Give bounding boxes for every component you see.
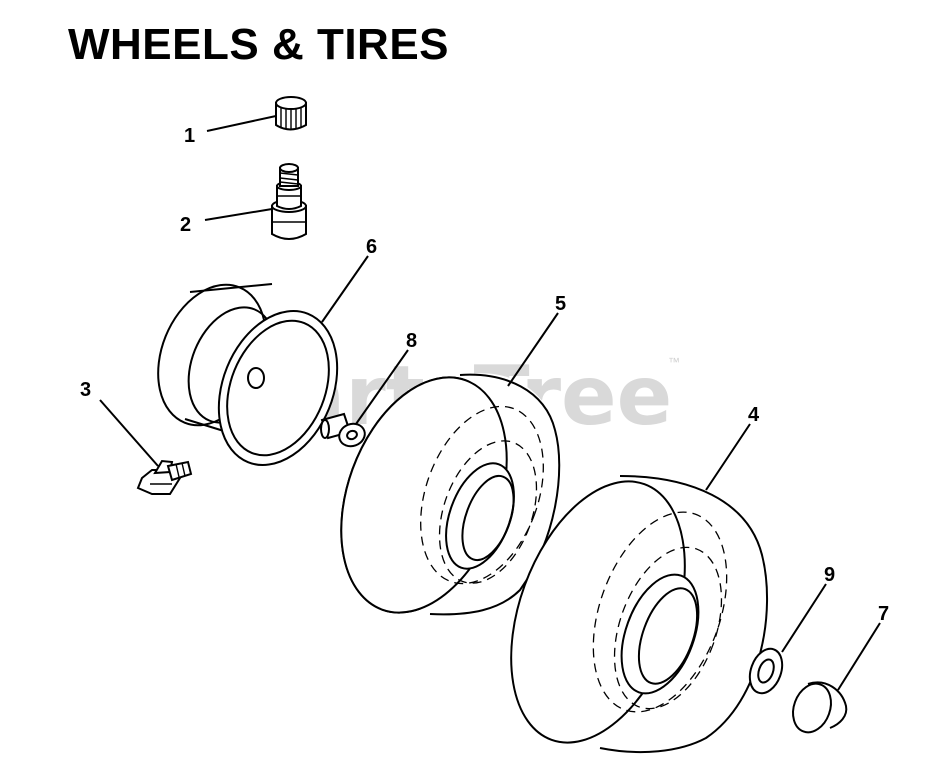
callout-numbers: 1 2 3 4 5 6 7 8 9 — [80, 125, 889, 625]
hub-cap-part — [792, 680, 848, 734]
page-title: WHEELS & TIRES — [68, 20, 450, 69]
leader-8 — [355, 349, 409, 425]
callout-2: 2 — [180, 214, 191, 236]
valve-cap-part — [275, 96, 307, 131]
leader-7 — [837, 622, 881, 691]
callout-4: 4 — [748, 404, 760, 426]
bushing-part — [320, 412, 366, 448]
valve-stem-part — [271, 163, 307, 240]
leader-2 — [204, 208, 273, 221]
callout-3: 3 — [80, 379, 91, 401]
front-tire-part — [340, 373, 563, 616]
callout-9: 9 — [824, 564, 835, 586]
leader-5 — [507, 312, 559, 387]
grease-fitting-part — [136, 459, 193, 495]
callout-1: 1 — [184, 125, 195, 147]
watermark-trademark: ™ — [668, 355, 680, 369]
leader-1 — [206, 115, 277, 132]
leader-4 — [705, 423, 751, 491]
callout-6: 6 — [366, 236, 377, 258]
washer-part — [748, 647, 784, 695]
leader-3 — [99, 399, 159, 467]
callout-7: 7 — [878, 603, 889, 625]
wheel-rim-part — [157, 283, 339, 466]
rear-tire-part — [510, 475, 771, 754]
callout-5: 5 — [555, 293, 566, 315]
leader-lines — [99, 115, 881, 691]
leader-9 — [781, 583, 827, 653]
callout-8: 8 — [406, 330, 417, 352]
leader-6 — [321, 255, 369, 323]
